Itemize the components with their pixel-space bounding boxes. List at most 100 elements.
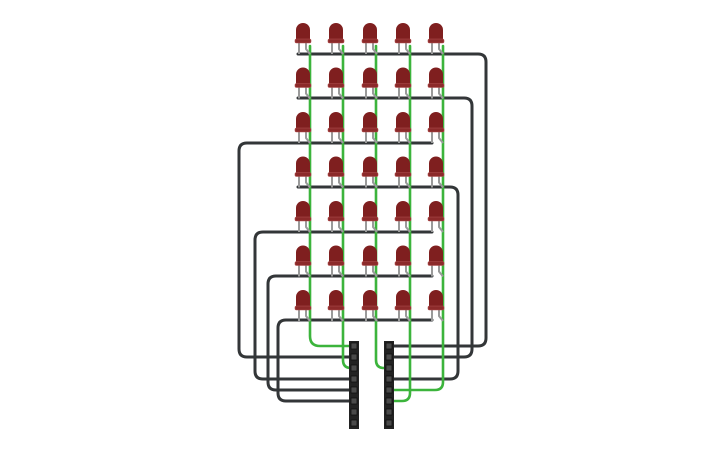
led[interactable] — [361, 245, 379, 278]
header-pin[interactable] — [385, 342, 393, 350]
led-anode-leg — [338, 132, 344, 144]
led[interactable] — [361, 201, 379, 233]
led[interactable] — [327, 156, 345, 189]
led-rim — [394, 305, 412, 311]
led[interactable] — [427, 156, 445, 189]
led-rim — [327, 38, 345, 44]
left-pin-header[interactable] — [349, 341, 359, 429]
led[interactable] — [427, 290, 445, 322]
led-body — [396, 112, 410, 131]
led-anode-leg — [438, 221, 444, 233]
header-pin[interactable] — [350, 408, 358, 416]
led-anode-leg — [438, 265, 444, 278]
led[interactable] — [427, 23, 445, 55]
led[interactable] — [394, 290, 412, 322]
led[interactable] — [294, 67, 312, 100]
led-anode-leg — [305, 132, 311, 144]
led-anode-leg — [405, 132, 411, 144]
header-pin[interactable] — [385, 408, 393, 416]
header-pin[interactable] — [385, 386, 393, 394]
header-pin[interactable] — [385, 419, 393, 427]
led[interactable] — [394, 245, 412, 278]
led[interactable] — [394, 112, 412, 144]
led[interactable] — [361, 156, 379, 189]
led[interactable] — [361, 23, 379, 55]
header-pin[interactable] — [385, 375, 393, 383]
header-pin[interactable] — [350, 386, 358, 394]
led[interactable] — [427, 245, 445, 278]
led[interactable] — [327, 201, 345, 233]
led-body — [429, 23, 443, 42]
led-body — [329, 201, 343, 220]
led-rim — [361, 127, 379, 133]
column-wire-5[interactable] — [387, 44, 445, 392]
header-pin[interactable] — [350, 419, 358, 427]
led-anode-leg — [338, 310, 344, 322]
led-anode-leg — [372, 43, 378, 55]
led[interactable] — [427, 112, 445, 144]
led-body — [396, 201, 410, 220]
header-pin[interactable] — [350, 342, 358, 350]
led-body — [396, 245, 410, 265]
led[interactable] — [394, 201, 412, 233]
led[interactable] — [361, 112, 379, 144]
led[interactable] — [327, 245, 345, 278]
row-wire-6[interactable] — [266, 274, 434, 392]
led[interactable] — [361, 67, 379, 100]
led[interactable] — [361, 290, 379, 322]
led-anode-leg — [405, 43, 411, 55]
header-pin[interactable] — [385, 353, 393, 361]
header-pin[interactable] — [385, 364, 393, 372]
led-rim — [361, 172, 379, 177]
header-body — [384, 341, 394, 429]
led[interactable] — [427, 201, 445, 233]
led[interactable] — [294, 201, 312, 233]
pin-headers — [349, 341, 394, 429]
header-pin[interactable] — [350, 353, 358, 361]
led-rim — [427, 216, 445, 222]
column-wire-1[interactable] — [308, 44, 356, 348]
led[interactable] — [327, 290, 345, 322]
led[interactable] — [394, 156, 412, 189]
column-wire-3[interactable] — [374, 44, 391, 370]
led[interactable] — [427, 67, 445, 100]
led-anode-leg — [305, 265, 311, 278]
led[interactable] — [294, 112, 312, 144]
led-body — [429, 156, 443, 176]
led-body — [363, 112, 377, 131]
led-rim — [427, 83, 445, 88]
row-wire-5[interactable] — [253, 230, 434, 381]
row-wire-4[interactable] — [296, 185, 460, 381]
led[interactable] — [294, 290, 312, 322]
led-body — [429, 67, 443, 87]
led[interactable] — [294, 23, 312, 55]
column-wire-4[interactable] — [387, 44, 412, 403]
row-wire-1[interactable] — [296, 52, 488, 348]
led[interactable] — [327, 23, 345, 55]
led-body — [329, 23, 343, 42]
led-rim — [394, 216, 412, 222]
led-anode-leg — [338, 221, 344, 233]
header-pin[interactable] — [350, 364, 358, 372]
led-rim — [327, 261, 345, 266]
led-rim — [294, 83, 312, 88]
led[interactable] — [394, 67, 412, 100]
led[interactable] — [327, 112, 345, 144]
led[interactable] — [327, 67, 345, 100]
led-anode-leg — [438, 43, 444, 55]
led[interactable] — [294, 156, 312, 189]
row-wire-7[interactable] — [276, 318, 434, 403]
led[interactable] — [394, 23, 412, 55]
right-pin-header[interactable] — [384, 341, 394, 429]
header-pin[interactable] — [350, 397, 358, 405]
led-rim — [394, 83, 412, 88]
row-wire-2[interactable] — [296, 96, 474, 359]
header-pin[interactable] — [350, 375, 358, 383]
row-wire-3[interactable] — [237, 141, 434, 359]
led-rim — [294, 172, 312, 177]
header-pin[interactable] — [385, 397, 393, 405]
led-rim — [327, 83, 345, 88]
led[interactable] — [294, 245, 312, 278]
led-body — [429, 245, 443, 265]
